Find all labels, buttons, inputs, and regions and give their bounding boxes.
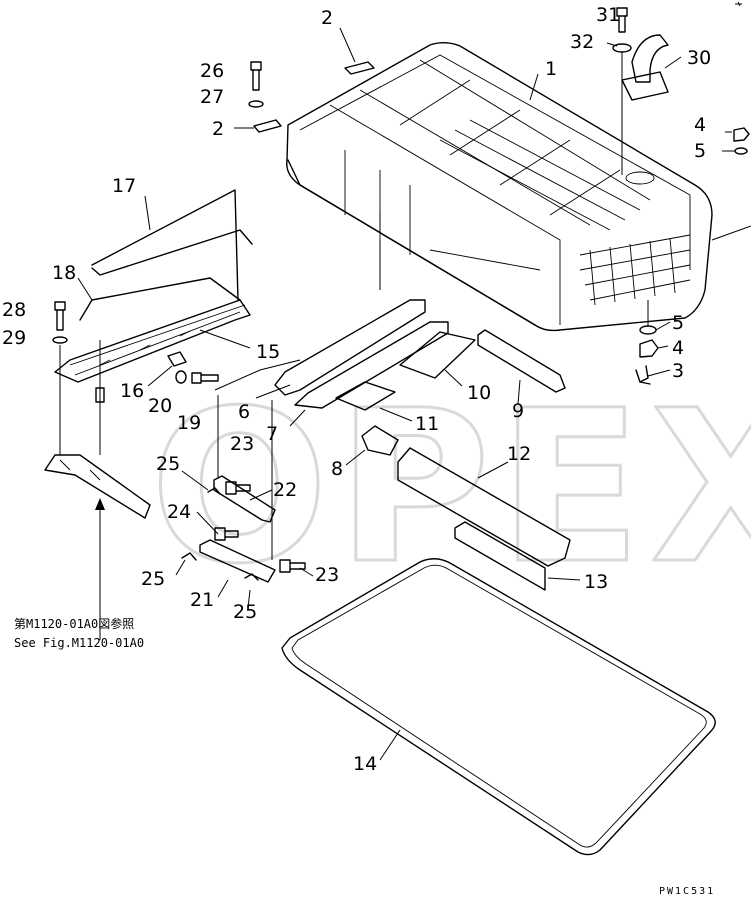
part-27-washer xyxy=(248,100,264,108)
callout-11: 11 xyxy=(415,413,439,435)
corner-mark xyxy=(735,1,742,7)
callout-16: 16 xyxy=(120,380,144,402)
callout-32: 32 xyxy=(570,31,594,53)
part-30-exhaust-elbow xyxy=(621,34,669,101)
callout-14: 14 xyxy=(353,753,377,775)
callout-26: 26 xyxy=(200,60,224,82)
part-22-bar xyxy=(213,475,276,523)
callout-4-top: 4 xyxy=(694,114,706,136)
callout-4-bottom: 4 xyxy=(672,337,684,359)
callout-20: 20 xyxy=(148,395,172,417)
diagram-code: PW1C531 xyxy=(659,886,715,897)
part-1-hood-cover xyxy=(286,42,713,332)
part-5-washer-bottom xyxy=(639,325,657,335)
part-8-block xyxy=(361,425,399,456)
part-2-clip-left xyxy=(253,119,282,133)
part-10-pad xyxy=(399,331,476,379)
leader-lines xyxy=(77,27,735,761)
part-13-strip xyxy=(454,521,546,591)
callout-17: 17 xyxy=(112,175,136,197)
callout-1: 1 xyxy=(545,58,557,80)
reference-note-jp: 第M1120-01A0図参照 xyxy=(14,616,134,631)
callout-18: 18 xyxy=(52,262,76,284)
part-19-bolt xyxy=(191,372,219,384)
callout-15: 15 xyxy=(256,341,280,363)
callout-25-b: 25 xyxy=(141,568,165,590)
callout-30: 30 xyxy=(687,47,711,69)
callout-8: 8 xyxy=(331,458,343,480)
part-23-bolt-bottom xyxy=(279,559,306,573)
callout-2-top: 2 xyxy=(321,7,333,29)
part-4-nut-top xyxy=(733,127,750,142)
callout-31: 31 xyxy=(596,4,620,26)
callout-2-left: 2 xyxy=(212,118,224,140)
part-28-bolt xyxy=(54,301,66,331)
part-25-pin-c xyxy=(244,573,259,581)
part-24-bolt xyxy=(214,527,239,541)
callout-5-bottom: 5 xyxy=(672,312,684,334)
part-15-tray xyxy=(54,299,251,383)
callout-5-top: 5 xyxy=(694,140,706,162)
callout-13: 13 xyxy=(584,571,608,593)
lower-reference-bracket xyxy=(44,454,151,519)
part-7-strip xyxy=(294,321,449,409)
part-21-bar xyxy=(199,539,276,583)
callout-23-bottom: 23 xyxy=(315,564,339,586)
callout-29: 29 xyxy=(2,327,26,349)
callout-27: 27 xyxy=(200,86,224,108)
part-16-small-bracket xyxy=(167,351,187,367)
part-17-rod xyxy=(91,189,253,301)
part-26-bolt xyxy=(250,61,262,91)
callout-10: 10 xyxy=(467,382,491,404)
callout-25-c: 25 xyxy=(233,601,257,623)
part-31-bolt xyxy=(616,7,628,33)
callout-12: 12 xyxy=(507,443,531,465)
callout-25-a: 25 xyxy=(156,453,180,475)
callout-labels: 31 32 30 2 1 26 27 2 4 5 17 18 28 29 15 … xyxy=(2,4,711,775)
callout-3: 3 xyxy=(672,360,684,382)
part-2-clip-top xyxy=(344,61,375,75)
callout-24: 24 xyxy=(167,501,191,523)
part-5-washer-top xyxy=(734,147,748,155)
callout-22: 22 xyxy=(273,479,297,501)
part-3-u-bolt xyxy=(635,365,651,385)
part-29-washer xyxy=(52,336,68,344)
part-16-bracket-foot xyxy=(95,387,105,403)
part-11-pad xyxy=(335,381,396,411)
part-4-nut-bottom xyxy=(639,339,659,358)
part-9-seal xyxy=(477,329,566,393)
part-20-washer xyxy=(175,370,187,384)
callout-21: 21 xyxy=(190,589,214,611)
reference-note-en: See Fig.M1120-01A0 xyxy=(14,636,144,650)
reference-arrow xyxy=(95,498,105,510)
callout-28: 28 xyxy=(2,299,26,321)
part-25-pin-b xyxy=(181,552,197,561)
part-25-pin-a xyxy=(207,487,221,495)
part-6-strip xyxy=(274,299,426,396)
part-18-frame xyxy=(79,277,241,321)
callout-7: 7 xyxy=(266,423,278,445)
callout-9: 9 xyxy=(512,400,524,422)
callout-23-top: 23 xyxy=(230,433,254,455)
part-14-seal-ring xyxy=(281,558,716,856)
callout-19: 19 xyxy=(177,412,201,434)
part-12-cover xyxy=(397,447,571,567)
callout-6: 6 xyxy=(238,401,250,423)
